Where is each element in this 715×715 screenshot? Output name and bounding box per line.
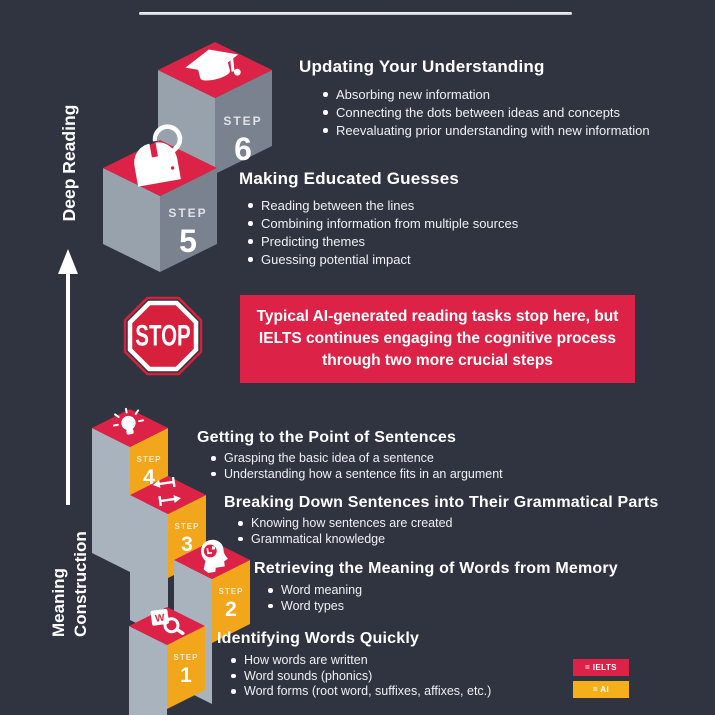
- step3-bullets: Knowing how sentences are created Gramma…: [236, 516, 576, 547]
- legend-ielts: = IELTS: [573, 659, 629, 676]
- bullet: Combining information from multiple sour…: [246, 215, 596, 232]
- meaning-construction-label: Meaning Construction: [48, 513, 92, 637]
- step2-bullets: Word meaning Word types: [266, 583, 596, 614]
- step3-number: 3: [181, 533, 193, 556]
- stop-sign-text: STOP: [135, 320, 190, 353]
- step3-title: Breaking Down Sentences into Their Gramm…: [224, 494, 659, 511]
- meaning-line: Meaning: [49, 568, 68, 637]
- bullet: Knowing how sentences are created: [236, 516, 576, 532]
- bullet: Connecting the dots between ideas and co…: [321, 104, 666, 121]
- step4-bullets: Grasping the basic idea of a sentence Un…: [209, 451, 549, 482]
- question-lock-icon: [134, 124, 183, 187]
- legend-ai: = AI: [573, 681, 629, 698]
- step6-cube: STEP 6: [158, 42, 272, 174]
- step6-number: 6: [234, 131, 252, 167]
- bullet: Grammatical knowledge: [236, 532, 576, 548]
- step1-title: Identifying Words Quickly: [217, 630, 420, 647]
- lightbulb-icon: [112, 407, 145, 435]
- bullet: Word meaning: [266, 583, 596, 599]
- step4-cube: STEP 4: [92, 407, 168, 572]
- bullet: Understanding how a sentence fits in an …: [209, 467, 549, 483]
- construction-line: Construction: [71, 531, 90, 637]
- step2-title: Retrieving the Meaning of Words from Mem…: [254, 560, 618, 577]
- stop-message-box: Typical AI-generated reading tasks stop …: [240, 295, 635, 383]
- word-magnifier-icon: W: [150, 608, 185, 636]
- step4-title: Getting to the Point of Sentences: [197, 429, 457, 446]
- step5-number: 5: [179, 223, 197, 259]
- bullet: How words are written: [229, 653, 569, 669]
- step1-bullets: How words are written Word sounds (phoni…: [229, 653, 569, 700]
- step1-cube: W STEP 1: [129, 607, 205, 715]
- step3-cube: STEP 3: [130, 476, 206, 639]
- bullet: Absorbing new information: [321, 86, 666, 103]
- step5-cube: STEP 5: [103, 124, 217, 272]
- step5-bullets: Reading between the lines Combining info…: [246, 197, 596, 269]
- word-letter: W: [155, 613, 166, 625]
- bullet: Reevaluating prior understanding with ne…: [321, 122, 666, 139]
- graduation-cap-icon: [185, 49, 241, 81]
- top-divider: [139, 12, 572, 15]
- step2-number: 2: [225, 598, 237, 621]
- bullet: Word types: [266, 599, 596, 615]
- up-arrow: [58, 249, 78, 505]
- step5-title: Making Educated Guesses: [239, 169, 460, 188]
- step6-label: STEP: [223, 114, 262, 128]
- step4-number: 4: [143, 466, 155, 489]
- bullet: Predicting themes: [246, 233, 596, 250]
- stop-message: Typical AI-generated reading tasks stop …: [256, 308, 619, 369]
- step6-title: Updating Your Understanding: [299, 57, 545, 76]
- bullet: Word forms (root word, suffixes, affixes…: [229, 684, 569, 700]
- step4-label: STEP: [137, 455, 162, 464]
- step6-bullets: Absorbing new information Connecting the…: [321, 86, 666, 140]
- deep-reading-label: Deep Reading: [59, 104, 79, 222]
- bullet: Word sounds (phonics): [229, 669, 569, 685]
- bullet: Grasping the basic idea of a sentence: [209, 451, 549, 467]
- step1-label: STEP: [174, 653, 199, 662]
- bullet: Reading between the lines: [246, 197, 596, 214]
- step3-label: STEP: [175, 522, 200, 531]
- split-arrows-icon: [152, 476, 181, 507]
- step5-label: STEP: [168, 206, 207, 220]
- memory-head-icon: [201, 539, 228, 573]
- step1-number: 1: [180, 664, 192, 687]
- bullet: Guessing potential impact: [246, 251, 596, 268]
- stop-sign: STOP: [123, 296, 203, 376]
- step2-label: STEP: [219, 587, 244, 596]
